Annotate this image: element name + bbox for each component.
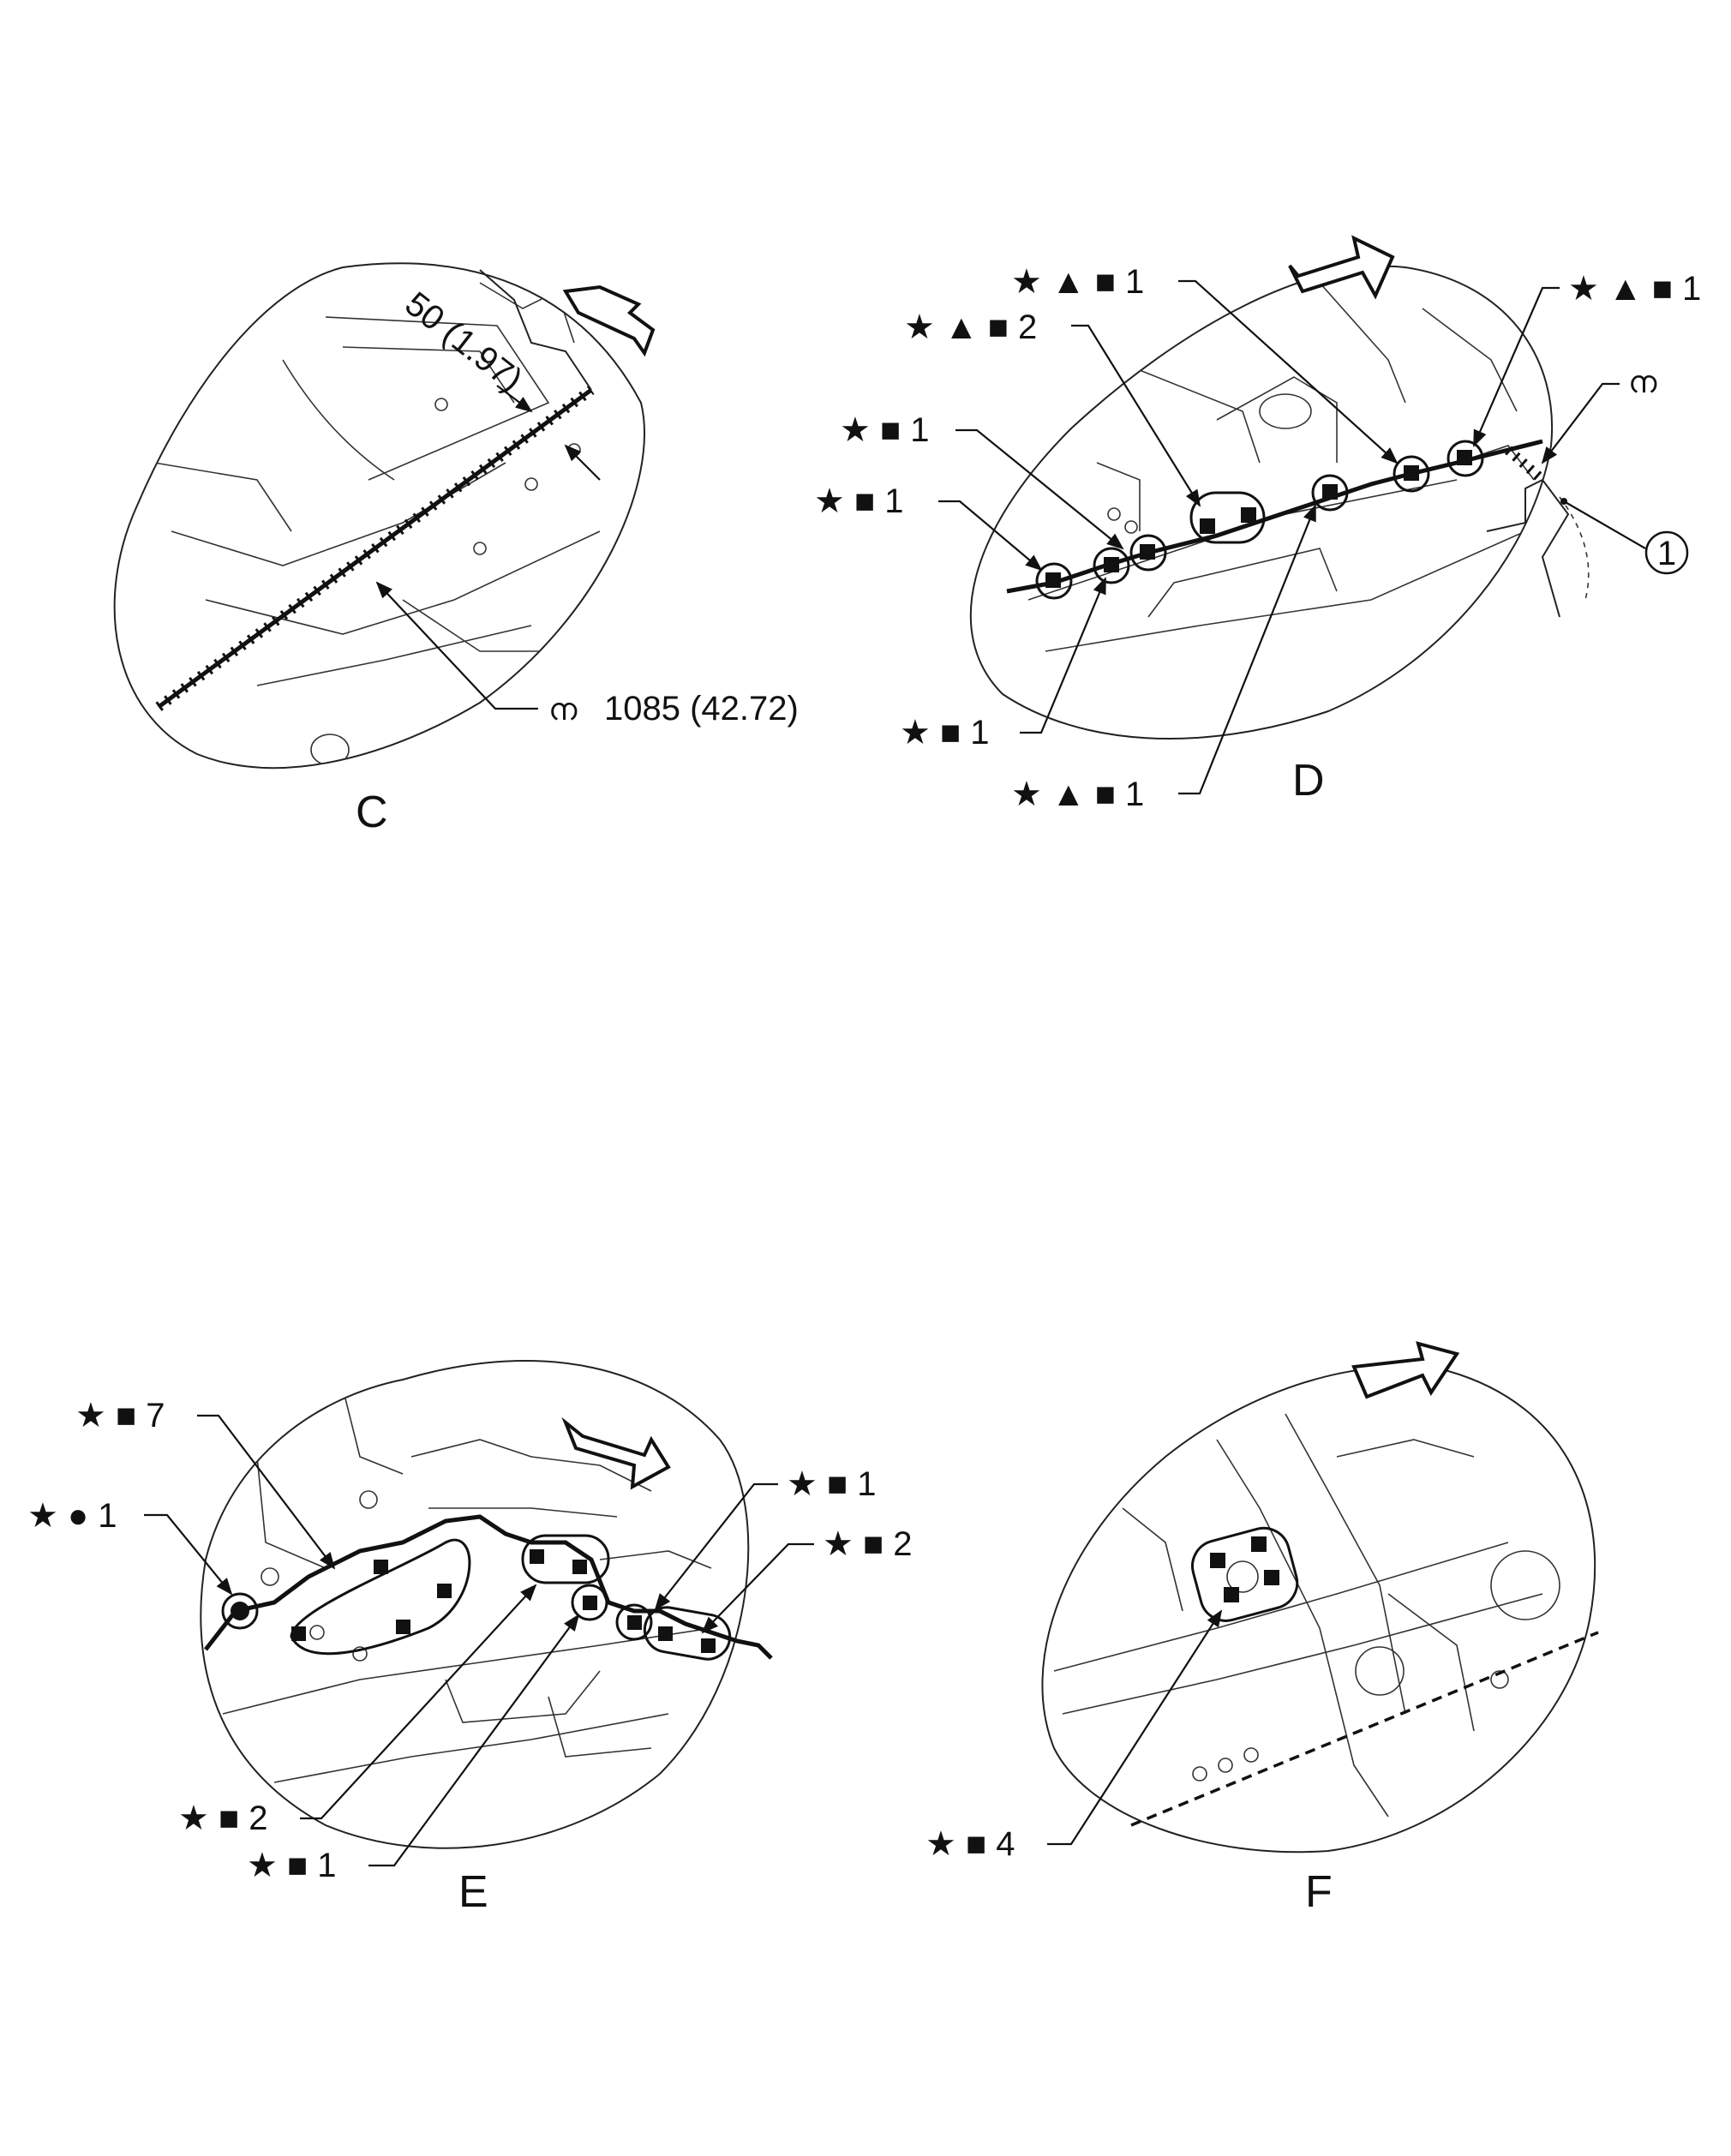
svg-text:★ ■ 4: ★ ■ 4	[925, 1825, 1015, 1863]
svg-text:★ ▲ ■ 1: ★ ▲ ■ 1	[1011, 776, 1144, 813]
view-e-outline	[200, 1360, 750, 1849]
svg-text:★ ● 1: ★ ● 1	[27, 1497, 117, 1535]
view-c-outline	[113, 262, 645, 770]
forward-arrow-c	[562, 284, 656, 357]
dimension-label-c: 50 (1.97)	[398, 284, 529, 398]
callout-d-2: ★ ■ 1	[840, 411, 1124, 550]
tape-length-label: 1085 (42.72)	[604, 690, 799, 728]
view-letter-f: F	[1305, 1867, 1333, 1917]
clip-group-f	[1191, 1526, 1299, 1622]
svg-text:1: 1	[1657, 535, 1676, 572]
forward-arrow-e	[561, 1416, 671, 1490]
svg-text:★ ▲ ■ 1: ★ ▲ ■ 1	[1568, 270, 1701, 308]
callout-e-1: ★ ● 1	[27, 1497, 233, 1596]
tape-callout-d: ന	[1541, 365, 1657, 464]
view-f: ★ ■ 4 F	[925, 1341, 1599, 1917]
svg-text:★ ▲ ■ 1: ★ ▲ ■ 1	[1011, 263, 1144, 301]
tape-roll-icon: ന	[1628, 365, 1657, 400]
view-e-body-panel	[222, 1387, 712, 1783]
callout-e-4: ★ ■ 2	[178, 1584, 537, 1837]
svg-text:★ ■ 1: ★ ■ 1	[900, 714, 990, 752]
reference-marker-d: 1	[1560, 498, 1689, 575]
svg-text:★ ■ 1: ★ ■ 1	[814, 482, 904, 520]
callout-e-2: ★ ■ 1	[654, 1465, 877, 1611]
view-e: ★ ■ 7 ★ ● 1 ★ ■ 1 ★ ■ 2 ★ ■ 2 ★ ■ 1 E	[27, 1360, 913, 1917]
taped-harness-d	[1505, 446, 1546, 484]
svg-text:★ ■ 1: ★ ■ 1	[247, 1847, 337, 1884]
callout-d-3: ★ ■ 1	[814, 482, 1043, 572]
callout-d-6: ★ ▲ ■ 1	[1472, 270, 1701, 447]
view-f-body-panel	[1053, 1413, 1560, 1818]
harness-wire	[157, 387, 593, 710]
svg-text:★ ■ 2: ★ ■ 2	[178, 1800, 268, 1837]
view-letter-e: E	[458, 1867, 488, 1917]
callout-e-5: ★ ■ 1	[247, 1614, 580, 1884]
view-f-outline	[1041, 1365, 1596, 1854]
callout-d-1: ★ ▲ ■ 2	[904, 308, 1201, 507]
tape-roll-icon: ന	[548, 692, 578, 728]
view-c-body-panel	[153, 282, 601, 766]
view-d: ★ ▲ ■ 1 ★ ▲ ■ 2 ★ ■ 1 ★ ■ 1 ★ ■ 1 ★ ▲ ■ …	[814, 235, 1701, 813]
forward-arrow-d	[1288, 235, 1395, 300]
view-d-outline	[969, 265, 1553, 740]
callout-d-5: ★ ▲ ■ 1	[1011, 504, 1317, 813]
svg-text:50 (1.97): 50 (1.97)	[398, 284, 529, 398]
callout-e-3: ★ ■ 2	[701, 1525, 913, 1634]
view-letter-d: D	[1292, 756, 1325, 806]
view-c: 50 (1.97) ന 1085 (42.72) C	[113, 262, 799, 837]
callout-d-4: ★ ■ 1	[900, 577, 1107, 752]
svg-text:★ ■ 1: ★ ■ 1	[787, 1465, 877, 1503]
dashed-reference-line	[1130, 1631, 1599, 1827]
svg-text:★ ■ 7: ★ ■ 7	[75, 1397, 165, 1434]
svg-text:★ ■ 1: ★ ■ 1	[840, 411, 930, 449]
svg-text:★ ▲ ■ 2: ★ ▲ ■ 2	[904, 308, 1037, 346]
callout-e-0: ★ ■ 7	[75, 1397, 336, 1570]
view-d-body-panel	[1027, 282, 1535, 652]
view-letter-c: C	[356, 788, 388, 837]
forward-arrow-f	[1351, 1341, 1460, 1399]
callout-f-0: ★ ■ 4	[925, 1609, 1223, 1863]
svg-text:★ ■ 2: ★ ■ 2	[823, 1525, 913, 1563]
callout-d-0: ★ ▲ ■ 1	[1011, 263, 1399, 464]
